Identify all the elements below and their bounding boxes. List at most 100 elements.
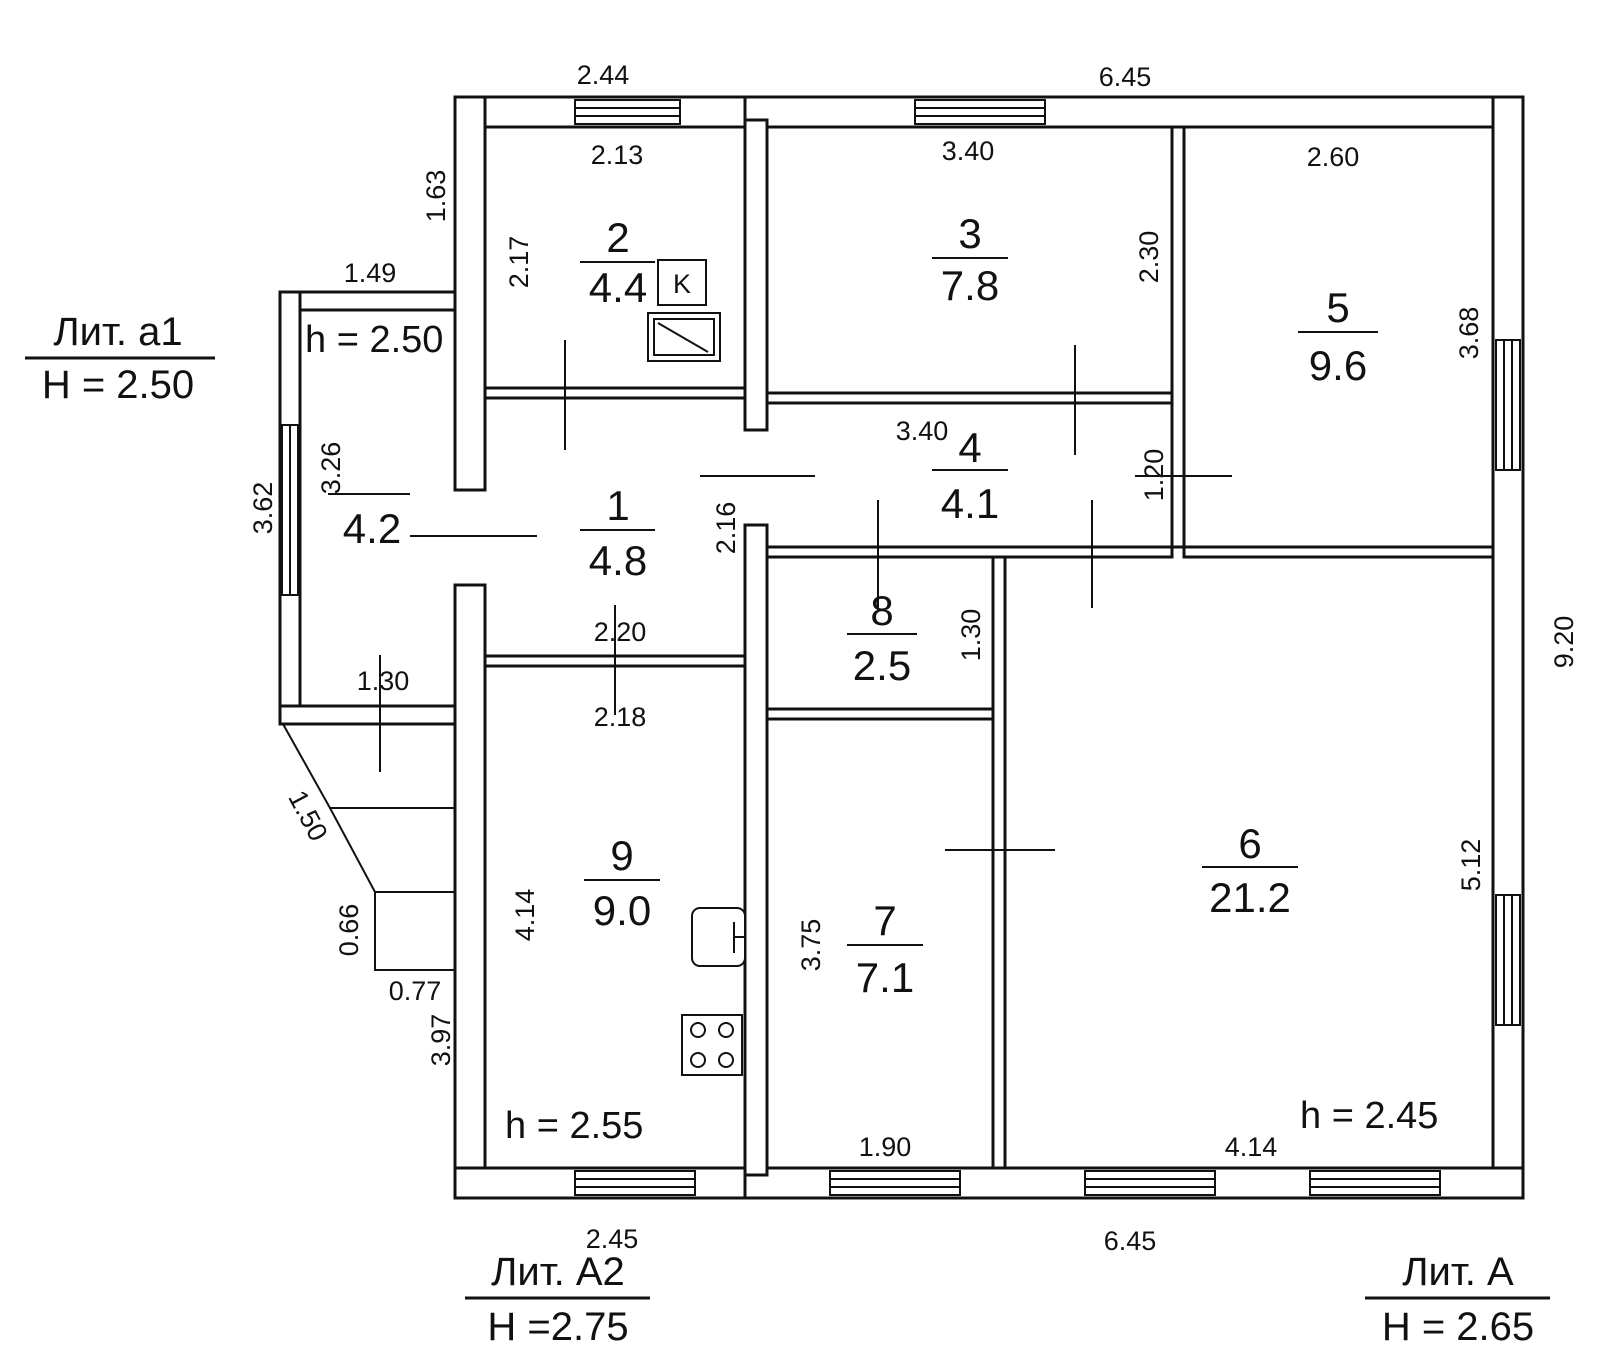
window-room6-right	[1495, 894, 1521, 1026]
wall-3-4	[765, 391, 1174, 405]
dim-2-20: 2.20	[594, 617, 647, 647]
window-porch-left	[281, 424, 299, 596]
wall-porch-top	[278, 290, 457, 312]
dim-0-66: 0.66	[334, 904, 364, 957]
svg-text:4.8: 4.8	[589, 537, 647, 584]
dim-0-77: 0.77	[389, 976, 442, 1006]
dim-3-68: 3.68	[1454, 307, 1484, 360]
svg-text:Лит. А2: Лит. А2	[491, 1250, 625, 1294]
svg-text:8: 8	[870, 587, 893, 634]
svg-text:H = 2.50: H = 2.50	[42, 363, 194, 407]
dim-1-90: 1.90	[859, 1132, 912, 1162]
dim-2-45-bottom: 2.45	[586, 1224, 639, 1254]
room-label-6: 6 21.2	[1202, 820, 1298, 921]
wall-a2-left-upper	[453, 95, 487, 492]
room-label-7: 7 7.1	[847, 897, 923, 1001]
dim-3-40-room3: 3.40	[942, 136, 995, 166]
window-room7-bottom	[829, 1170, 961, 1196]
cooktop-icon	[681, 1014, 743, 1076]
svg-text:Лит. А: Лит. А	[1402, 1250, 1514, 1294]
dim-3-62: 3.62	[248, 482, 278, 535]
liter-label-a1: Лит. а1 H = 2.50	[25, 310, 215, 407]
window-room3-top	[914, 99, 1046, 125]
porch-steps-lower	[329, 807, 456, 971]
sink-icon	[691, 907, 746, 967]
wall-shared-lower	[743, 523, 769, 1177]
dim-1-63: 1.63	[421, 170, 451, 223]
window-room9-bottom	[574, 1170, 696, 1196]
dim-3-26: 3.26	[316, 442, 346, 495]
svg-text:4: 4	[958, 424, 981, 471]
wall-8-6	[991, 555, 1007, 1170]
svg-text:21.2: 21.2	[1209, 874, 1291, 921]
door-markers	[379, 340, 1232, 851]
dim-1-30-porch: 1.30	[357, 666, 410, 696]
liter-label-a: Лит. А H = 2.65	[1365, 1250, 1550, 1349]
dim-2-30: 2.30	[1134, 231, 1164, 284]
windows	[281, 99, 1521, 1196]
kitchen-marker-label: K	[673, 269, 691, 299]
svg-text:H =2.75: H =2.75	[487, 1305, 628, 1349]
liter-label-a2: Лит. А2 H =2.75	[465, 1250, 650, 1349]
svg-text:3: 3	[958, 210, 981, 257]
dim-2-16: 2.16	[711, 502, 741, 555]
room-label-8: 8 2.5	[847, 587, 917, 689]
room-label-9: 9 9.0	[584, 832, 660, 934]
wall-8-7	[765, 707, 995, 721]
dim-5-12: 5.12	[1456, 839, 1486, 892]
svg-text:7: 7	[873, 897, 896, 944]
svg-text:6: 6	[1238, 820, 1261, 867]
wall-4-8	[765, 545, 1174, 559]
room-label-porch: 4.2	[328, 493, 410, 552]
dim-4-14-room9: 4.14	[510, 889, 540, 942]
wall-a-right	[1491, 95, 1525, 1200]
room-label-5: 5 9.6	[1298, 284, 1378, 389]
window-room5-right	[1495, 339, 1521, 471]
room-label-3: 3 7.8	[932, 210, 1008, 309]
kitchen-marker-box: K	[657, 259, 707, 306]
dim-9-20: 9.20	[1549, 616, 1579, 669]
svg-text:7.1: 7.1	[856, 954, 914, 1001]
dim-3-40-room4: 3.40	[896, 416, 949, 446]
svg-text:2.5: 2.5	[853, 642, 911, 689]
dim-1-20: 1.20	[1139, 449, 1169, 502]
dim-6-45-top: 6.45	[1099, 62, 1152, 92]
wall-2-1	[483, 386, 747, 400]
svg-text:H = 2.65: H = 2.65	[1382, 1305, 1534, 1349]
wall-a2-left-lower	[453, 583, 487, 1200]
svg-text:1: 1	[606, 482, 629, 529]
room-label-1: 1 4.8	[580, 482, 655, 584]
svg-text:4.2: 4.2	[343, 505, 401, 552]
svg-text:4.4: 4.4	[589, 264, 647, 311]
wall-a-top	[743, 95, 1525, 129]
dim-3-75: 3.75	[796, 919, 826, 972]
wall-3-5	[1170, 125, 1186, 549]
height-porch: h = 2.50	[305, 319, 443, 361]
wall-shared-upper	[743, 118, 769, 432]
dim-6-45-bottom: 6.45	[1104, 1226, 1157, 1256]
dim-1-30-room8: 1.30	[956, 609, 986, 662]
dim-3-97: 3.97	[426, 1014, 456, 1067]
window-room6-bottom-a	[1084, 1170, 1216, 1196]
svg-text:Лит. а1: Лит. а1	[53, 310, 182, 354]
svg-text:9.0: 9.0	[593, 887, 651, 934]
height-room9: h = 2.55	[505, 1105, 643, 1147]
height-room6: h = 2.45	[1300, 1095, 1438, 1137]
dim-2-13: 2.13	[591, 140, 644, 170]
dim-2-17: 2.17	[504, 236, 534, 289]
dim-4-14-room6: 4.14	[1225, 1132, 1278, 1162]
window-room2-top	[574, 99, 681, 125]
svg-text:9.6: 9.6	[1309, 342, 1367, 389]
dim-1-50: 1.50	[282, 786, 333, 846]
window-room6-bottom-b	[1309, 1170, 1441, 1196]
svg-text:2: 2	[606, 214, 629, 261]
dim-1-49: 1.49	[344, 258, 397, 288]
wall-porch-bottom	[278, 704, 457, 726]
svg-text:5: 5	[1326, 284, 1349, 331]
dim-2-44: 2.44	[577, 60, 630, 90]
room-label-4: 4 4.1	[932, 424, 1008, 527]
svg-text:7.8: 7.8	[941, 262, 999, 309]
svg-text:9: 9	[610, 832, 633, 879]
dim-2-60: 2.60	[1307, 142, 1360, 172]
